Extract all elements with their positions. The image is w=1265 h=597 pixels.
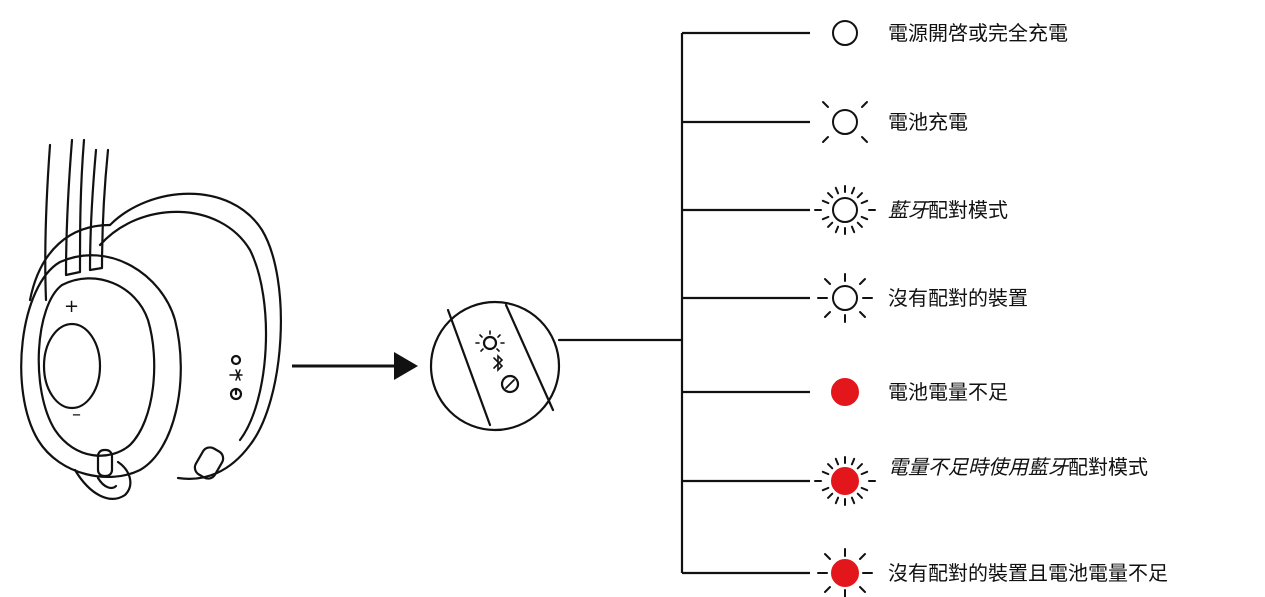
led-icon-white-solid: [832, 20, 858, 46]
ear-cushion: [20, 254, 182, 478]
legend-label-low-battery-pairing: 電量不足時使用藍牙配對模式: [888, 453, 1148, 481]
zoom-detail: [429, 300, 684, 432]
control-knob[interactable]: [42, 322, 102, 410]
led-icon-red-fast-blink: [814, 456, 876, 506]
arrow: [292, 352, 418, 380]
zoom-led-icon: [482, 335, 498, 351]
headband-strip-right: [88, 148, 110, 272]
legend-text-part: 配對模式: [928, 198, 1008, 222]
earcup-shell: [108, 192, 282, 480]
zoom-circle: [429, 300, 561, 432]
legend-label-bluetooth-pairing: 藍牙配對模式: [888, 196, 1008, 224]
legend-label-power-on: 電源開啓或完全充電: [888, 19, 1068, 47]
zoom-bluetooth-icon: [493, 354, 504, 372]
earcup-shell-inner: [98, 210, 268, 442]
legend-text-part: 電源開啓或完全充電: [888, 21, 1068, 45]
mic-boom-inner: [96, 476, 118, 489]
legend-label-charging: 電池充電: [888, 108, 968, 136]
side-switch[interactable]: [192, 445, 226, 482]
mic-boom: [73, 460, 132, 500]
zoom-panel-edge-left: [446, 308, 492, 427]
ear-plate: [37, 277, 156, 457]
legend-text-part: 電池充電: [888, 110, 968, 134]
headset-led-icon: [230, 354, 242, 366]
led-icon-red-solid: [831, 378, 859, 406]
zoom-power-button: [500, 374, 520, 394]
led-icon-white-fast-blink: [814, 185, 876, 235]
legend-tree: [680, 31, 810, 575]
led-icon-white-breathing: [822, 101, 868, 143]
legend-label-no-device-low-battery: 沒有配對的裝置且電池電量不足: [888, 559, 1168, 587]
led-icon-red-slow-blink: [817, 548, 873, 597]
legend-text-part: 藍牙: [888, 198, 928, 222]
legend-text-part: 沒有配對的裝置且電池電量不足: [888, 561, 1168, 585]
volume-down-label: –: [72, 404, 81, 425]
headband-strip-left: [64, 138, 86, 277]
headband-outer: [44, 143, 52, 302]
headset-illustration: [20, 138, 282, 500]
zoom-panel-edge-right: [504, 303, 555, 412]
headset-bluetooth-icon: [229, 369, 243, 381]
mic-boom-slot: [96, 448, 114, 478]
led-indicator-icons: [814, 20, 876, 597]
led-icon-white-slow-blink: [817, 273, 873, 323]
legend-text-part: 配對模式: [1068, 455, 1148, 479]
legend-text-part: 沒有配對的裝置: [888, 286, 1028, 310]
earcup-shell-left: [28, 223, 112, 302]
legend-text-part: 電量不足時使用藍牙: [888, 455, 1068, 479]
legend-label-low-battery: 電池電量不足: [888, 378, 1008, 406]
legend-text-part: 電池電量不足: [888, 380, 1008, 404]
volume-up-label: +: [64, 296, 79, 317]
legend-label-no-paired-device: 沒有配對的裝置: [888, 284, 1028, 312]
